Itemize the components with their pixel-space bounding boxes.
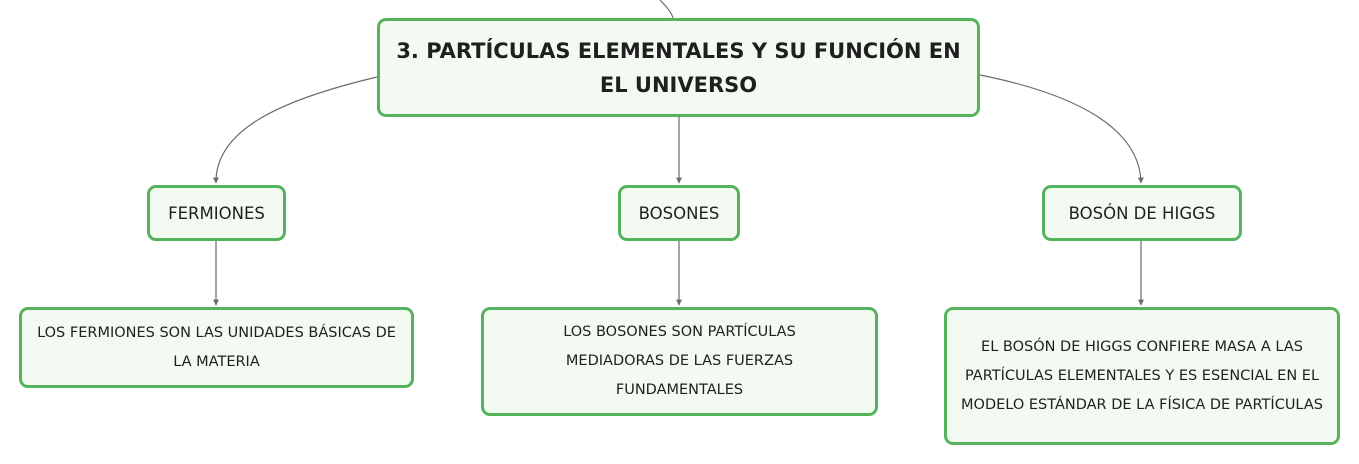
central-topic-node[interactable]: 3. PARTÍCULAS ELEMENTALES Y SU FUNCIÓN E… — [377, 18, 980, 117]
central-topic-title: 3. PARTÍCULAS ELEMENTALES Y SU FUNCIÓN E… — [396, 38, 961, 97]
subtopic-node-higgs-description[interactable]: EL BOSÓN DE HIGGS CONFIERE MASA A LAS PA… — [944, 307, 1340, 445]
topic-node-boson-de-higgs[interactable]: BOSÓN DE HIGGS — [1042, 185, 1242, 241]
topic-label-bosones: BOSONES — [638, 203, 720, 223]
topic-label-boson-de-higgs: BOSÓN DE HIGGS — [1068, 203, 1216, 223]
subtopic-text-bosones: LOS BOSONES SON PARTÍCULAS MEDIADORAS DE… — [563, 324, 796, 398]
subtopic-text-higgs: EL BOSÓN DE HIGGS CONFIERE MASA A LAS PA… — [961, 338, 1323, 413]
topic-node-fermiones[interactable]: FERMIONES — [147, 185, 286, 241]
subtopic-node-fermiones-description[interactable]: LOS FERMIONES SON LAS UNIDADES BÁSICAS D… — [19, 307, 414, 388]
topic-node-bosones[interactable]: BOSONES — [618, 185, 740, 241]
subtopic-node-bosones-description[interactable]: LOS BOSONES SON PARTÍCULAS MEDIADORAS DE… — [481, 307, 878, 416]
connector-parent-to-root — [659, 0, 674, 19]
topic-label-fermiones: FERMIONES — [168, 203, 265, 223]
connector-root-to-higgs — [979, 74, 1144, 184]
connector-root-to-fermiones — [212, 76, 378, 184]
subtopic-text-fermiones: LOS FERMIONES SON LAS UNIDADES BÁSICAS D… — [37, 324, 396, 370]
